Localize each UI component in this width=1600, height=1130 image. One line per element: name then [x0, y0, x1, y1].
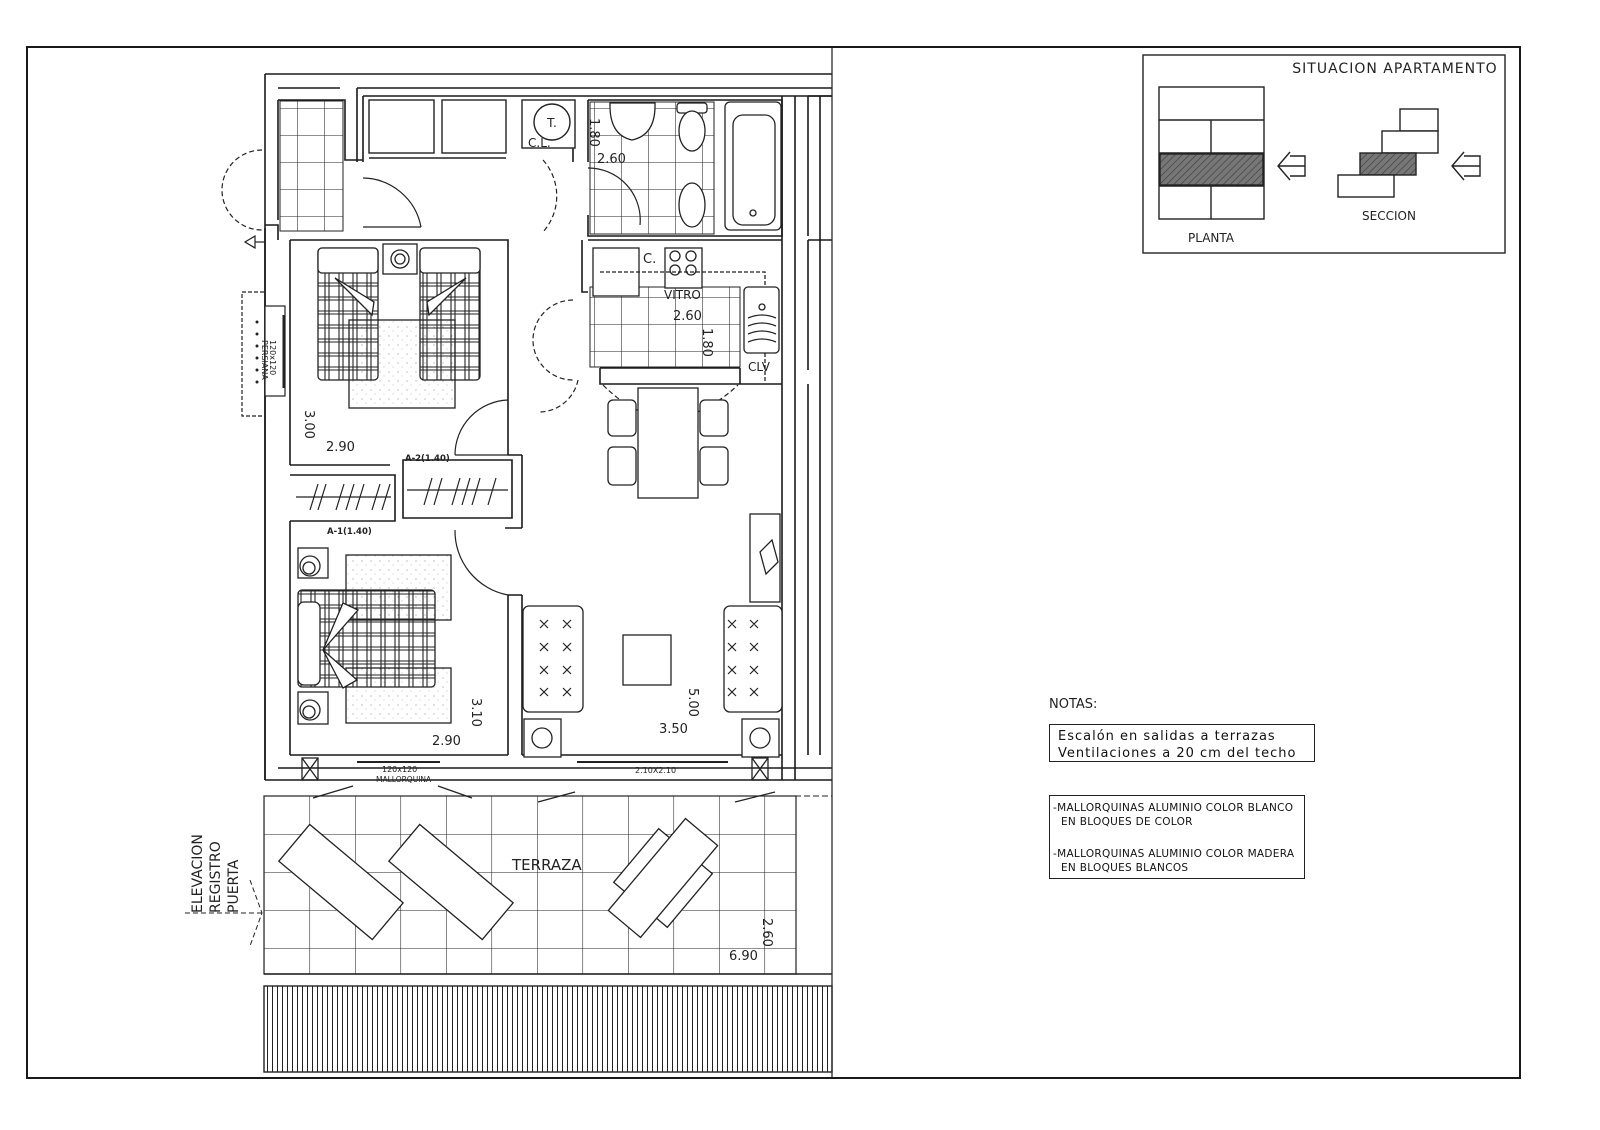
bathroom-fixtures — [609, 101, 782, 231]
sofa-buttons — [539, 619, 759, 697]
situation-box — [1142, 54, 1506, 254]
notes-shutters-box: -MALLORQUINAS ALUMINIO COLOR BLANCO EN B… — [1049, 795, 1305, 879]
kitchen-label: C. — [643, 252, 656, 267]
storage-units — [368, 99, 576, 159]
side-window-size: 120x120 — [268, 340, 277, 375]
plan-label: PLANTA — [1188, 231, 1235, 245]
elevation-marker — [185, 879, 263, 947]
dining-set — [607, 387, 729, 499]
wardrobes — [296, 477, 508, 511]
laundry-tank-label: T. — [546, 116, 557, 130]
kitchen-fixtures — [592, 247, 780, 382]
bedroom1-dim-h: 3.00 — [301, 410, 316, 439]
bath-dim-w: 2.60 — [597, 152, 626, 167]
bedroom-window-type: MALLORQUINA — [376, 775, 432, 784]
bedroom-2-furniture — [297, 547, 452, 725]
bedroom2-dim-h: 3.10 — [468, 698, 483, 727]
note-shutter-white-l2: EN BLOQUES DE COLOR — [1061, 816, 1193, 828]
bath-dim-h: 1.80 — [586, 118, 601, 147]
note-shutter-white-l1: -MALLORQUINAS ALUMINIO COLOR BLANCO — [1053, 802, 1294, 814]
elevation-label-2: REGISTRO — [208, 841, 224, 913]
note-step: Escalón en salidas a terrazas — [1058, 729, 1276, 744]
terrace-dim-h: 2.60 — [759, 918, 774, 947]
living-door-size: 2.10X2.10 — [635, 766, 676, 775]
sun-loungers — [277, 817, 719, 941]
living-dim-w: 3.50 — [659, 722, 688, 737]
note-shutter-wood-l2: EN BLOQUES BLANCOS — [1061, 862, 1189, 874]
sheet-frame — [26, 46, 1521, 1079]
laundry-label: C.L. — [528, 136, 551, 150]
living-dim-h: 5.00 — [685, 688, 700, 717]
cooktop-label: VITRO — [664, 288, 701, 302]
note-ventilation: Ventilaciones a 20 cm del techo — [1058, 746, 1297, 761]
bedroom2-dim-w: 2.90 — [432, 734, 461, 749]
side-window-dots — [255, 320, 259, 384]
situation-title: SITUACION APARTAMENTO — [1292, 61, 1497, 77]
elevation-label-1: ELEVACION — [190, 834, 206, 913]
wardrobe1-label: A-1(1.40) — [327, 527, 372, 537]
bedroom1-dim-w: 2.90 — [326, 440, 355, 455]
facade-openings — [301, 757, 776, 803]
bedroom-window-size: 120x120 — [382, 765, 417, 774]
section-label: SECCION — [1362, 209, 1416, 223]
side-window — [241, 234, 286, 417]
terrace-dim-w: 6.90 — [729, 949, 758, 964]
elevation-label-3: PUERTA — [226, 859, 242, 913]
notes-title: NOTAS: — [1049, 697, 1098, 712]
wardrobe2-label: A-2(1.40) — [405, 454, 450, 464]
terrace-label: TERRAZA — [511, 856, 582, 874]
side-window-type: PERSIANA — [260, 340, 269, 380]
sink-label: CLV — [748, 360, 771, 374]
notes-general-box: Escalón en salidas a terrazas Ventilacio… — [1049, 724, 1315, 762]
living-furniture — [522, 513, 783, 758]
note-shutter-wood-l1: -MALLORQUINAS ALUMINIO COLOR MADERA — [1053, 848, 1295, 860]
kitchen-dim-h: 1.80 — [699, 328, 714, 357]
terrace-railing — [263, 985, 833, 1073]
bedroom-1-furniture — [317, 243, 481, 409]
kitchen-dim-w: 2.60 — [673, 309, 702, 324]
